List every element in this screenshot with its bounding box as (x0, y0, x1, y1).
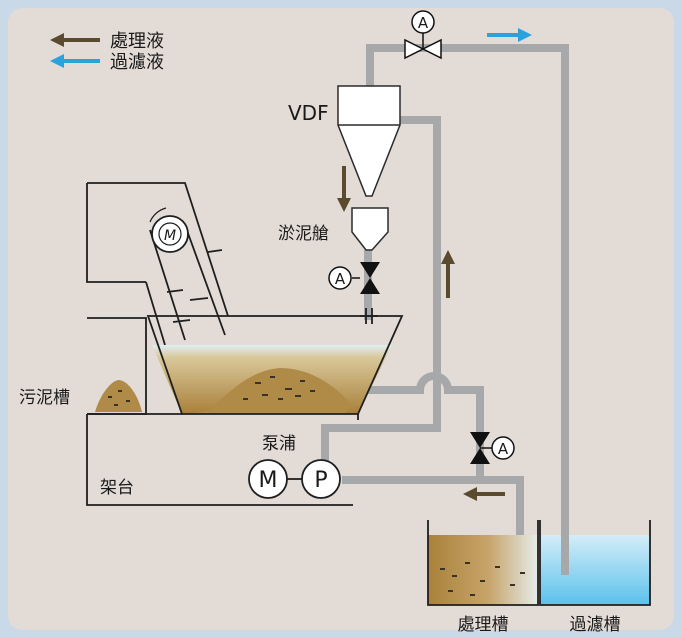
motor-tag: M (259, 468, 278, 493)
filtrate-pipe (366, 44, 569, 575)
rotation-arrow-icon (149, 207, 167, 223)
filtrate-tank-label: 過濾槽 (570, 615, 621, 635)
pump-tag: P (314, 468, 327, 493)
filtrate-valve-tag: A (418, 14, 429, 32)
sludge-hopper: 淤泥艙 (278, 207, 389, 251)
stand (86, 413, 359, 506)
sludge-hopper-label: 淤泥艙 (278, 224, 329, 244)
vdf-feed-pipe (321, 116, 441, 470)
pump-unit[interactable]: M P (248, 459, 341, 499)
filtrate-tank: 過濾槽 (539, 520, 651, 635)
sludge-tank-label: 污泥槽 (19, 388, 70, 408)
treatment-tank-label: 處理槽 (458, 615, 509, 635)
treated-legend-arrowhead-icon (50, 33, 64, 47)
filtered-legend-arrowhead-icon (50, 54, 64, 68)
vdf-label: VDF (288, 101, 329, 125)
outlet-valve-tag: A (498, 440, 509, 458)
treatment-tank: 處理槽 (427, 520, 539, 635)
stand-label: 架台 (100, 478, 134, 498)
legend-filtered-label: 過濾液 (110, 52, 164, 73)
hopper-valve[interactable]: A (328, 262, 380, 294)
tank-outlet-pipe (360, 372, 484, 480)
outlet-valve[interactable]: A (470, 432, 515, 464)
filtrate-valve[interactable]: A (404, 10, 442, 60)
filtrate-flow-arrowhead-icon (518, 28, 532, 42)
hopper-valve-tag: A (335, 270, 346, 288)
conveyor-motor-tag: M (164, 228, 176, 244)
diagram-panel (8, 8, 674, 630)
legend: 處理液 過濾液 (50, 31, 164, 73)
piping (321, 44, 569, 575)
vdf-separator: VDF (288, 85, 401, 197)
return-flow-arrowhead-icon (463, 487, 477, 501)
upflow-arrowhead-icon (441, 250, 455, 264)
conveyor-tank (146, 308, 404, 415)
pump-symbol (301, 459, 341, 499)
legend-treated-label: 處理液 (110, 31, 164, 52)
downflow-arrowhead-icon (337, 198, 351, 212)
conveyor-motor: M (149, 207, 189, 253)
pump-label: 泵浦 (262, 434, 296, 454)
